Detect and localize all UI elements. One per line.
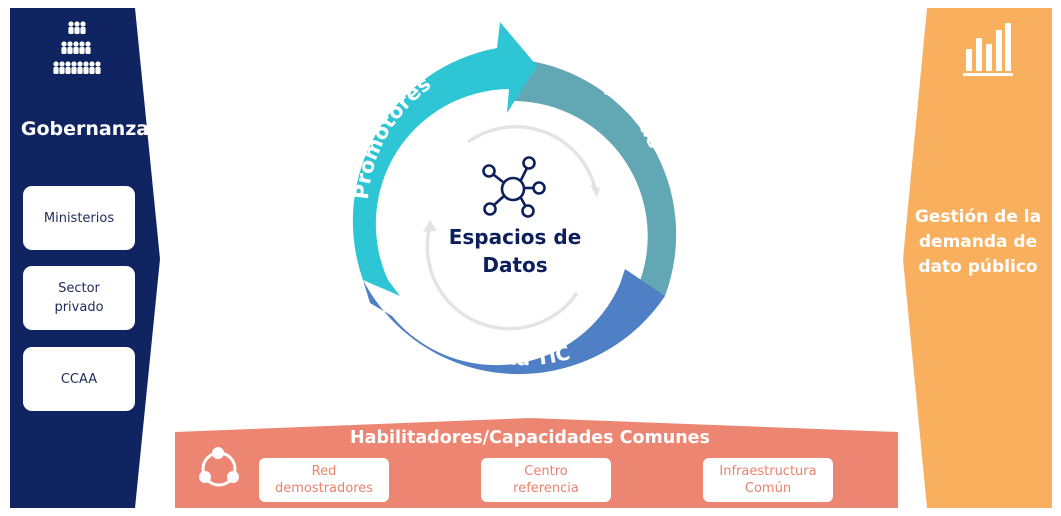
segment-industria-tic[interactable]	[363, 269, 665, 375]
demand-panel	[903, 8, 1052, 508]
enabler-label: Infraestructura Común	[719, 464, 817, 496]
cycle-nodes-icon	[199, 447, 239, 487]
enabler-red-demostradores[interactable]: Red demostradores	[259, 458, 389, 502]
enabler-infraestructura-comun[interactable]: Infraestructura Común	[703, 458, 833, 502]
center-title: Espacios de Datos	[448, 225, 582, 277]
governance-item-label: Ministerios	[43, 210, 115, 226]
governance-item-ministerios[interactable]: Ministerios	[23, 186, 135, 250]
enabler-label: Red demostradores	[274, 464, 374, 496]
segment-label-promotores: Promotores	[349, 71, 435, 200]
governance-item-label: CCAA	[60, 371, 98, 387]
demand-title: Gestión de la demanda de dato público	[914, 207, 1042, 277]
segment-empresas[interactable]	[514, 60, 677, 296]
inner-arrow-top	[466, 124, 597, 189]
enabler-label: Centro referencia	[513, 464, 579, 496]
inner-arrow-bottom	[425, 225, 579, 331]
enablers-title: Habilitadores/Capacidades Comunes	[350, 428, 710, 448]
inner-arrowhead-bottom	[423, 220, 437, 232]
governance-column: Gobernanza Ministerios Sector privado CC…	[10, 0, 160, 516]
network-hub-icon	[482, 156, 546, 218]
governance-item-label: Sector privado	[54, 281, 104, 315]
enabler-centro-referencia[interactable]: Centro referencia	[481, 458, 611, 502]
segment-promotores[interactable]	[352, 22, 537, 296]
governance-title: Gobernanza	[20, 118, 150, 140]
governance-item-sector-privado[interactable]: Sector privado	[23, 266, 135, 330]
people-group-icon	[0, 0, 101, 74]
bar-chart-icon	[963, 23, 1013, 76]
governance-item-ccaa[interactable]: CCAA	[23, 347, 135, 411]
inner-arrowhead-top	[590, 185, 600, 198]
